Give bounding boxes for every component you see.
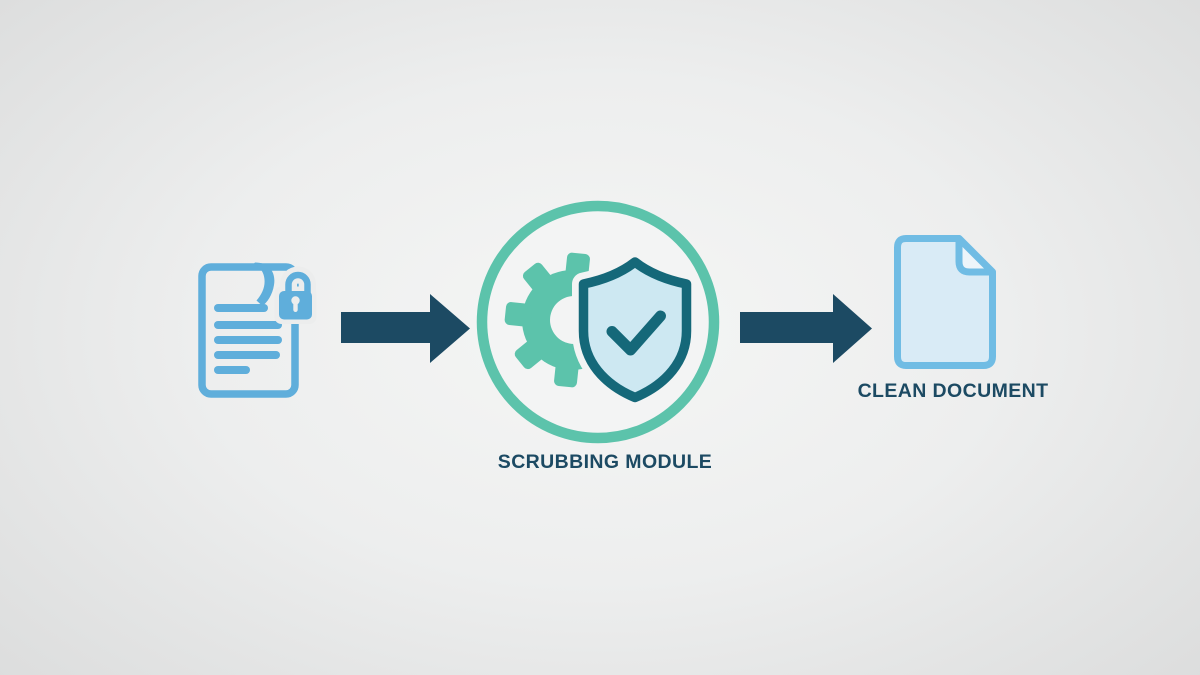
document-text-lines bbox=[214, 304, 282, 374]
clean-document-icon bbox=[894, 235, 996, 369]
text-line bbox=[214, 304, 268, 312]
shield-check-icon bbox=[572, 250, 698, 409]
document-outline bbox=[198, 263, 299, 398]
text-line bbox=[214, 366, 250, 374]
badge-ring bbox=[476, 200, 720, 444]
shield bbox=[578, 257, 692, 403]
text-line bbox=[214, 336, 282, 344]
checkmark-icon bbox=[606, 310, 666, 356]
lock-shackle bbox=[285, 271, 311, 293]
text-line bbox=[214, 351, 280, 359]
scrubbing-module-label: SCRUBBING MODULE bbox=[497, 451, 713, 473]
arrow-right-icon bbox=[740, 294, 872, 363]
lock-icon bbox=[279, 271, 312, 320]
gear-shield-check-icon bbox=[476, 200, 720, 444]
arrow-right-icon bbox=[341, 294, 470, 363]
page-fold-corner bbox=[955, 235, 996, 276]
folded-corner bbox=[252, 262, 275, 306]
locked-document-icon bbox=[198, 262, 317, 398]
clean-document-label: CLEAN DOCUMENT bbox=[857, 380, 1049, 402]
text-line bbox=[214, 321, 282, 329]
keyhole-slot bbox=[293, 301, 298, 312]
